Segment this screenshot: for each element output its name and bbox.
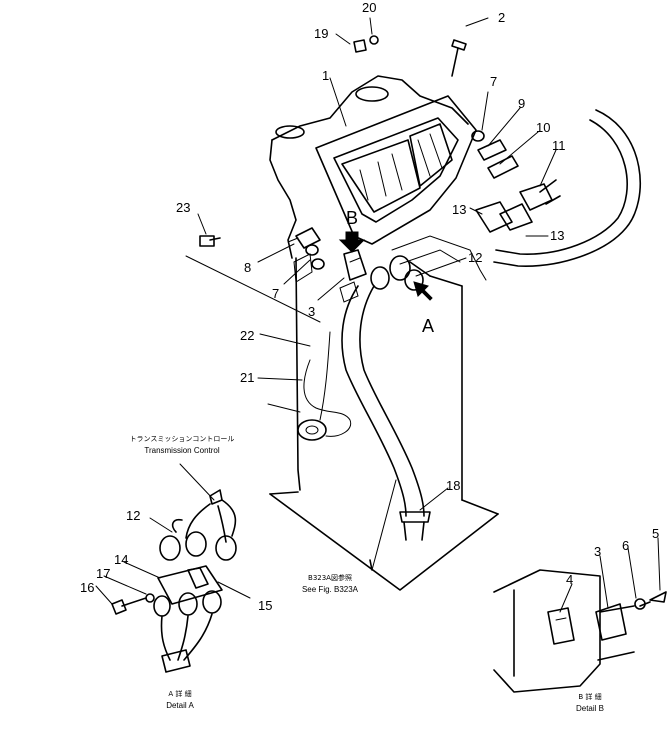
label-3-main: 3	[308, 304, 315, 319]
transmission-caption-jp: トランスミッションコントロール	[130, 435, 235, 443]
view-arrow-b	[338, 231, 366, 253]
console-body	[269, 75, 642, 591]
label-12-detail: 12	[126, 508, 140, 523]
view-letter-a: A	[422, 316, 434, 336]
label-16: 16	[80, 580, 94, 595]
label-14: 14	[114, 552, 128, 567]
label-8: 8	[244, 260, 251, 275]
label-10: 10	[536, 120, 550, 135]
label-22: 22	[240, 328, 254, 343]
detail-a	[111, 463, 237, 673]
label-13-right: 13	[550, 228, 564, 243]
label-15: 15	[258, 598, 272, 613]
label-12-main: 12	[468, 250, 482, 265]
detail-b	[493, 569, 667, 693]
label-7-left: 7	[272, 286, 279, 301]
label-18: 18	[446, 478, 460, 493]
cable-harness	[267, 235, 487, 541]
detail-b-caption-en: Detail B	[576, 704, 604, 713]
label-5: 5	[652, 526, 659, 541]
see-fig-caption-jp: B323A図参照	[308, 573, 352, 582]
see-fig-caption-en: See Fig. B323A	[302, 585, 359, 594]
view-arrow-a	[413, 281, 433, 301]
label-9: 9	[518, 96, 525, 111]
leader-lines	[95, 17, 661, 613]
detail-b-caption-jp: B 詳 細	[578, 692, 601, 701]
main-view-parts	[199, 35, 561, 303]
transmission-caption-en: Transmission Control	[144, 446, 220, 455]
part-labels: 2 20 19 1 7 9 10 11 13 13 12 23 8 7 3 22…	[80, 0, 659, 613]
label-4: 4	[566, 572, 573, 587]
detail-a-caption-en: Detail A	[166, 701, 194, 710]
label-23: 23	[176, 200, 190, 215]
label-21: 21	[240, 370, 254, 385]
label-13-left: 13	[452, 202, 466, 217]
label-19: 19	[314, 26, 328, 41]
label-2: 2	[498, 10, 505, 25]
label-7-top: 7	[490, 74, 497, 89]
label-6: 6	[622, 538, 629, 553]
label-3-detail: 3	[594, 544, 601, 559]
label-20: 20	[362, 0, 376, 15]
view-letter-b: B	[346, 208, 358, 228]
label-17: 17	[96, 566, 110, 581]
detail-a-caption-jp: A 詳 細	[168, 689, 191, 698]
label-1: 1	[322, 68, 329, 83]
label-11: 11	[552, 138, 566, 153]
captions: トランスミッションコントロール Transmission Control B32…	[130, 435, 604, 713]
